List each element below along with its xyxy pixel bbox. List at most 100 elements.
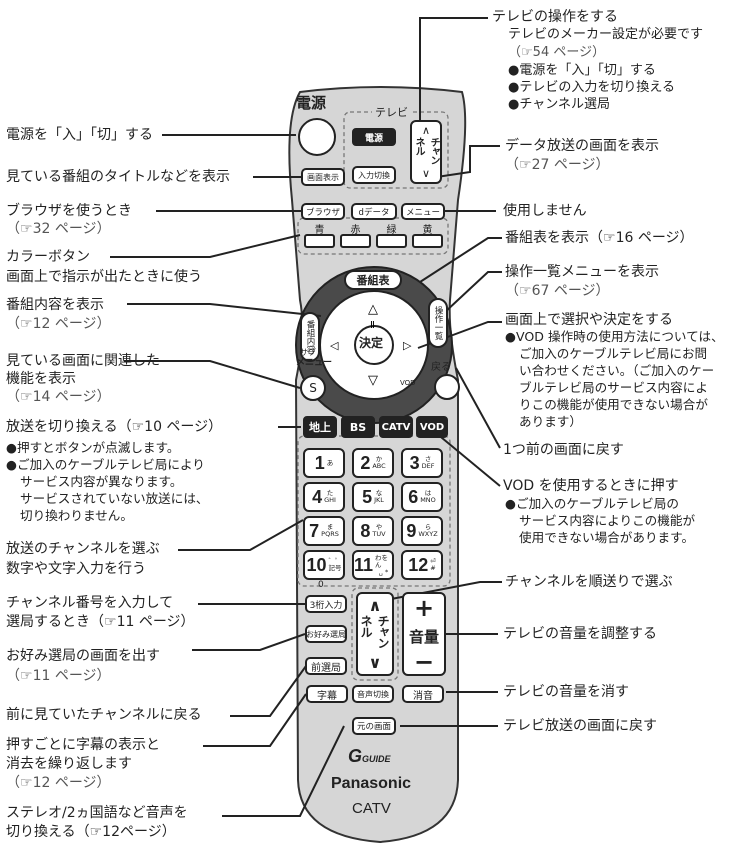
color-label-green: 緑 xyxy=(386,225,397,236)
right-arrow-icon: ▷ xyxy=(403,339,412,352)
power-button[interactable] xyxy=(298,118,336,156)
caption-related2: 機能を表示 xyxy=(6,371,76,387)
caption-mute: テレビの音量を消す xyxy=(503,684,629,700)
caption-data-ref: （☞27 ページ） xyxy=(505,157,610,173)
ok-button[interactable]: 決定 xyxy=(359,336,384,350)
vod-ring-label: VOD xyxy=(400,379,416,387)
subtitle-button[interactable]: 字幕 xyxy=(306,685,348,703)
ok-ring xyxy=(354,325,394,365)
operation-list-button[interactable]: 操作一覧 xyxy=(428,298,448,348)
caption-related1: 見ている画面に関連した xyxy=(6,353,160,369)
color-label-blue: 青 xyxy=(314,225,325,236)
tv-note-1: ●電源を「入」「切」する xyxy=(508,63,656,78)
tv-input-button[interactable]: 入力切換 xyxy=(352,166,396,184)
caption-channel1: 放送のチャンネルを選ぶ xyxy=(6,541,160,557)
sub-menu-label: メニュー xyxy=(296,358,333,368)
channel-rocker[interactable]: ∧ チャンネル ∨ xyxy=(356,592,394,676)
caption-tv2: テレビのメーカー設定が必要です xyxy=(508,27,704,42)
zero-label: 0 xyxy=(318,580,324,590)
caption-sub-ref: （☞12 ページ） xyxy=(6,775,111,791)
caption-fav1: お好み選局の画面を出す xyxy=(6,648,160,664)
number-button-10[interactable]: 10゛゜記号 xyxy=(303,550,345,580)
caption-program-info: 番組内容を表示 xyxy=(6,297,104,313)
gguide-logo: GGUIDE xyxy=(348,746,391,766)
sub-menu-label-top: サブ xyxy=(300,348,316,357)
menu-button[interactable]: メニュー xyxy=(401,203,445,220)
ref-icon: ☞ xyxy=(519,283,532,299)
ref-icon: ☞ xyxy=(20,775,33,791)
three-digit-button[interactable]: 3桁入力 xyxy=(305,595,347,613)
info-button[interactable]: 画面表示 xyxy=(301,168,345,186)
caption-sub2: 消去を繰り返します xyxy=(6,756,132,772)
caption-three1: チャンネル番号を入力して xyxy=(6,595,174,611)
vod-button[interactable]: VOD xyxy=(416,416,448,438)
up-arrow-icon: △ xyxy=(368,302,378,317)
caption-fav-ref: （☞11 ページ） xyxy=(6,668,111,684)
bs-button[interactable]: BS xyxy=(341,416,375,438)
switch-note-5: 切り換わりません。 xyxy=(20,508,133,523)
volume-rocker[interactable]: + 音量 − xyxy=(402,592,446,676)
program-guide-button[interactable]: 番組表 xyxy=(344,270,402,290)
back-button[interactable] xyxy=(434,374,460,400)
tv-power-button[interactable]: 電源 xyxy=(352,128,396,146)
color-label-red: 赤 xyxy=(350,225,361,236)
green-button[interactable] xyxy=(376,234,407,248)
caption-guide: 番組表を表示（☞16 ページ） xyxy=(505,230,694,246)
caption-back: 1つ前の画面に戻す xyxy=(503,442,624,458)
select-note-4: ブルテレビ局のサービス内容によ xyxy=(519,380,708,395)
caption-audio1: ステレオ/2ヵ国語など音声を xyxy=(6,805,188,821)
power-label: 電源 xyxy=(296,94,327,112)
switch-note-3: サービス内容が異なります。 xyxy=(20,474,183,489)
browser-button[interactable]: ブラウザ xyxy=(301,203,345,220)
ref-icon: ☞ xyxy=(20,316,33,332)
caption-sub1: 押すごとに字幕の表示と xyxy=(6,737,160,753)
vod-note-1: ●ご加入のケーブルテレビ局の xyxy=(505,496,679,511)
switch-note-2: ●ご加入のケーブルテレビ局により xyxy=(6,457,205,472)
caption-three2: 選局するとき（☞11 ページ） xyxy=(6,614,195,630)
blue-button[interactable] xyxy=(304,234,335,248)
left-arrow-icon: ◁ xyxy=(330,339,339,352)
data-button[interactable]: dデータ xyxy=(351,203,397,220)
tv-channel-rocker[interactable]: ∧ チャンネル ∨ xyxy=(410,120,442,184)
vod-note-2: サービス内容によりこの機能が xyxy=(519,513,696,528)
prev-channel-button[interactable]: 前選局 xyxy=(305,657,347,675)
sub-menu-button[interactable]: S xyxy=(300,375,326,401)
caption-oplist: 操作一覧メニューを表示 xyxy=(505,264,659,280)
caption-audio2: 切り換える（☞12ページ） xyxy=(6,824,176,840)
volume-label: 音量 xyxy=(408,627,439,646)
chevron-down-icon: ∨ xyxy=(368,653,382,672)
program-info-button[interactable]: 番組内容 xyxy=(300,312,320,362)
ref-icon: ☞ xyxy=(519,157,532,173)
chevron-up-icon: ∧ xyxy=(421,124,431,137)
red-button[interactable] xyxy=(340,234,371,248)
catv-button[interactable]: CATV xyxy=(379,416,413,438)
plus-icon: + xyxy=(413,594,435,622)
audio-button[interactable]: 音声切換 xyxy=(352,685,394,703)
number-button-12[interactable]: 12⏎# xyxy=(401,550,443,580)
return-screen-button[interactable]: 元の画面 xyxy=(352,717,396,735)
brand-logo: Panasonic xyxy=(331,775,412,792)
favorite-button[interactable]: お好み選局 xyxy=(305,625,347,643)
yellow-button[interactable] xyxy=(412,234,443,248)
terrestrial-button[interactable]: 地上 xyxy=(303,416,337,438)
color-label-yellow: 黄 xyxy=(422,225,433,236)
minus-icon: − xyxy=(413,648,435,676)
ref-icon: ☞ xyxy=(104,614,117,630)
ref-icon: ☞ xyxy=(20,221,33,237)
select-note-1: ●VOD 操作時の使用方法については、 xyxy=(505,329,724,344)
ref-icon: ☞ xyxy=(603,230,616,246)
mute-button[interactable]: 消音 xyxy=(402,685,444,703)
caption-select: 画面上で選択や決定をする xyxy=(505,312,673,328)
caption-color1: カラーボタン xyxy=(6,249,90,265)
select-note-5: りこの機能が使用できない場合が xyxy=(519,397,708,412)
